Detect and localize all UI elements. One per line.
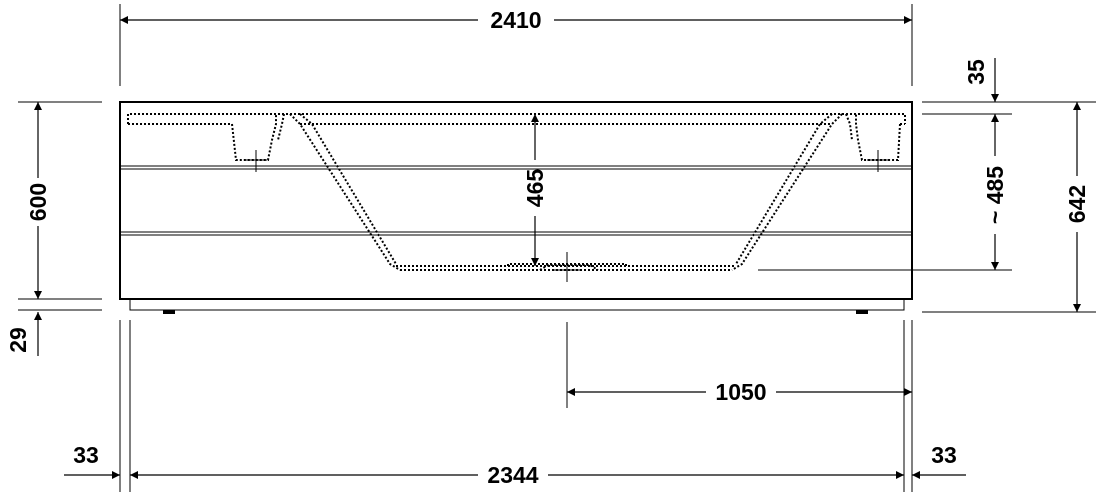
- dim-inner-depth: 465: [522, 169, 548, 208]
- dim-height-right: 642: [1064, 185, 1090, 223]
- bathtub-outline: [119, 101, 913, 314]
- dimension-labels: 2410 600 29 465 35 ~ 485 642 1050 33 234…: [5, 7, 1090, 488]
- dim-overall-width: 2410: [490, 7, 541, 33]
- dim-height-left: 600: [25, 183, 51, 221]
- dim-foot-height: 29: [5, 327, 31, 353]
- dim-inner-width: 2344: [487, 462, 538, 488]
- dim-rim-top: 35: [963, 59, 989, 85]
- dim-side-left: 33: [73, 442, 99, 468]
- dim-side-right: 33: [931, 442, 957, 468]
- dimension-lines: [34, 16, 1081, 479]
- extension-lines: [18, 4, 1096, 492]
- dim-depth-approx: ~ 485: [982, 166, 1008, 224]
- dim-drain-offset: 1050: [715, 379, 766, 405]
- inner-tub-hidden-lines: [127, 113, 906, 282]
